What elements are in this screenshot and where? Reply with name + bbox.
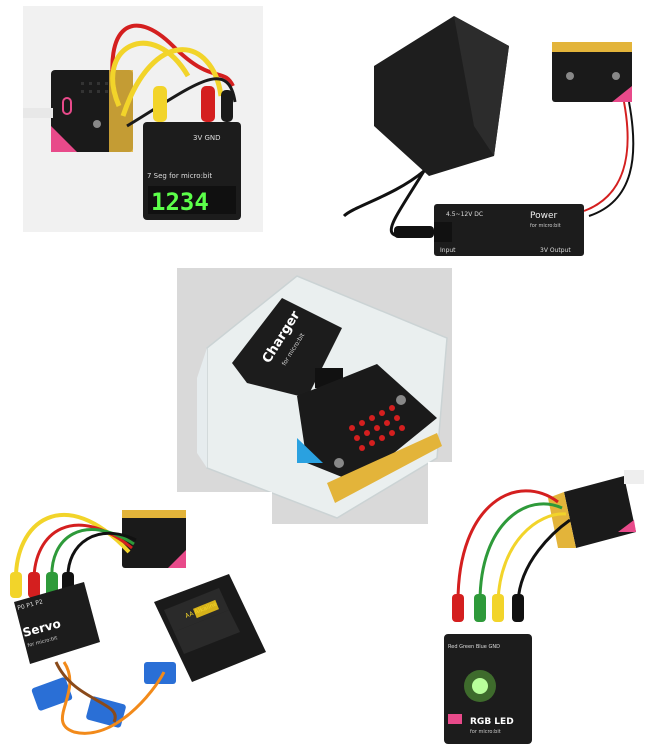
power-input-range: 4.5~12V DC xyxy=(446,211,483,218)
battery-holder: AA Alkaline xyxy=(154,574,266,682)
servo-battery-photo: P0 P1 P2 Servo for micro:bit AA Alkaline xyxy=(4,492,272,750)
rgb-led-illustration: Red Green Blue GND RGB LED for micro:bit xyxy=(428,462,647,753)
7seg-board: 7 Seg for micro:bit 3V GND 1234 xyxy=(143,122,241,220)
servo-battery-illustration: P0 P1 P2 Servo for micro:bit AA Alkaline xyxy=(4,492,272,750)
servo-board: P0 P1 P2 Servo for micro:bit xyxy=(14,582,100,664)
microbit-board xyxy=(297,364,442,503)
charger-board: Charger for micro:bit xyxy=(232,298,342,398)
power-board-subtitle: for micro:bit xyxy=(530,223,561,229)
power-input-label: Input xyxy=(440,247,456,254)
power-board: 4.5~12V DC Power for micro:bit Input 3V … xyxy=(434,204,584,256)
7seg-display-photo: 7 Seg for micro:bit 3V GND 1234 xyxy=(23,6,263,232)
7seg-display-illustration: 7 Seg for micro:bit 3V GND 1234 xyxy=(23,6,263,232)
rgb-pin-labels: Red Green Blue GND xyxy=(448,644,500,650)
7seg-board-title: 7 Seg for micro:bit xyxy=(147,172,212,180)
rgb-board-title: RGB LED xyxy=(470,717,514,727)
power-output-label: 3V Output xyxy=(540,247,571,254)
power-board-title: Power xyxy=(530,211,558,221)
rgb-led-light xyxy=(472,678,488,694)
rgb-board-subtitle: for micro:bit xyxy=(470,729,501,735)
power-module-illustration: 4.5~12V DC Power for micro:bit Input 3V … xyxy=(334,6,646,264)
rgb-led-board: Red Green Blue GND RGB LED for micro:bit xyxy=(444,634,532,744)
rgb-led-photo: Red Green Blue GND RGB LED for micro:bit xyxy=(428,462,647,753)
microbit-board xyxy=(122,510,186,568)
charger-case-photo: Charger for micro:bit xyxy=(177,268,452,524)
power-module-photo: 4.5~12V DC Power for micro:bit Input 3V … xyxy=(334,6,646,264)
charger-case-illustration: Charger for micro:bit xyxy=(177,268,452,524)
microbit-board xyxy=(552,42,632,102)
7seg-pin-labels: 3V GND xyxy=(193,134,221,142)
microbit-board xyxy=(51,70,133,152)
7seg-display-value: 1234 xyxy=(151,188,209,216)
power-adapter xyxy=(374,16,509,176)
